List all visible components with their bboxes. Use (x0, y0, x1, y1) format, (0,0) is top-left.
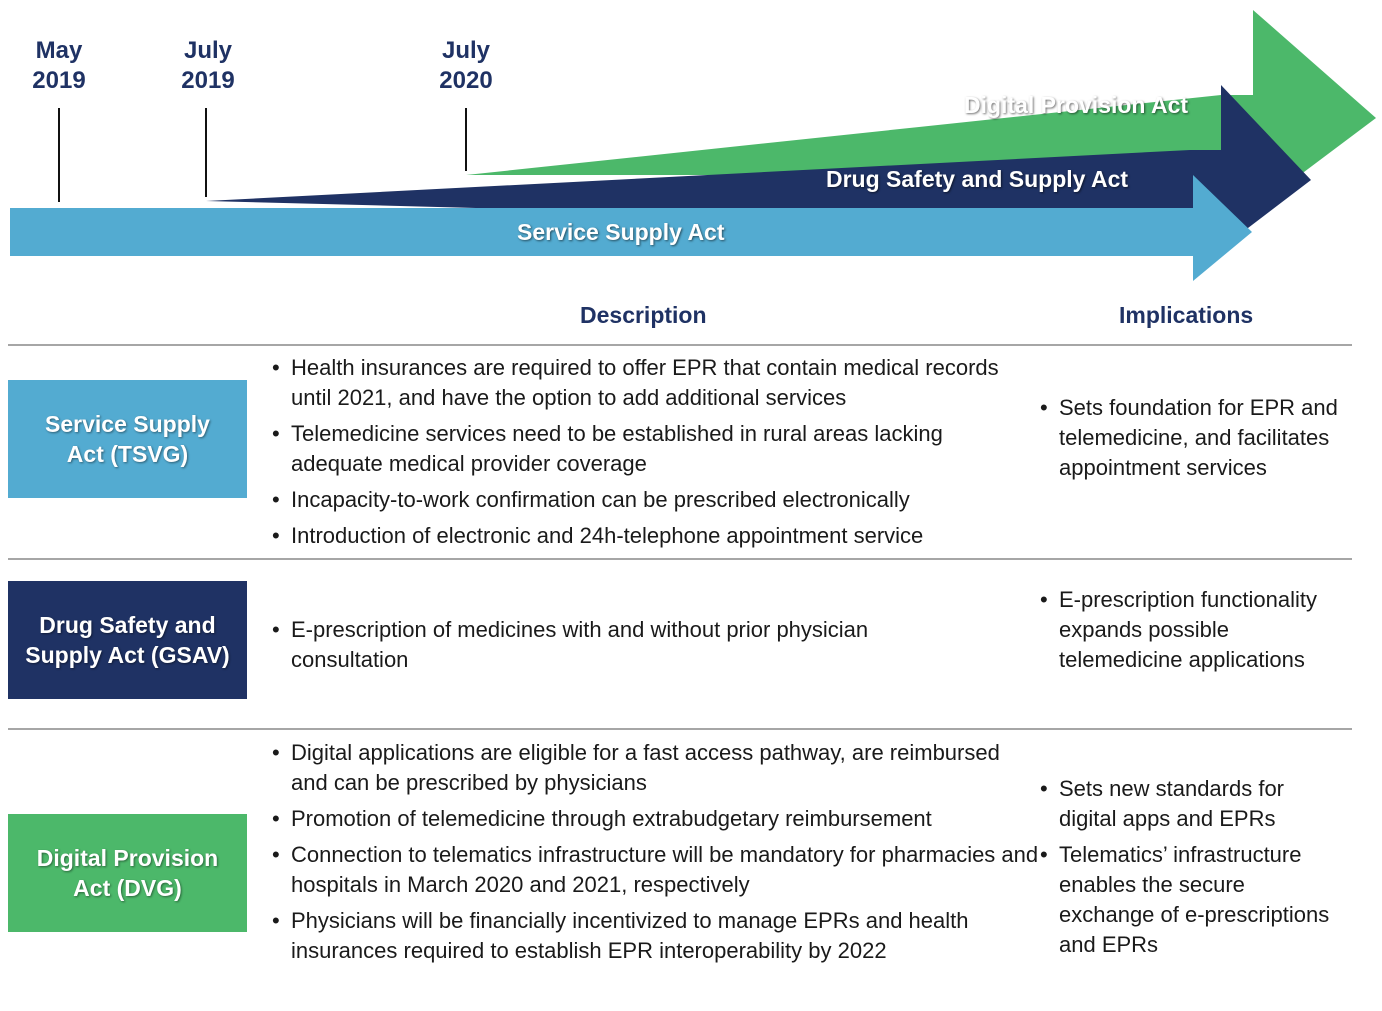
date-tick-july-2019 (205, 108, 207, 197)
list-item: Physicians will be financially incentivi… (270, 906, 1040, 966)
list-item: Sets foundation for EPR and telemedicine… (1038, 393, 1348, 483)
dvg-description-list: Digital applications are eligible for a … (270, 738, 1040, 972)
gsav-description-list: E-prescription of medicines with and wit… (270, 615, 970, 681)
act-label-gsav: Drug Safety and Supply Act (GSAV) (8, 581, 247, 699)
date-july-2020: July 2020 (416, 36, 516, 96)
act-name-line: Act (TSVG) (66, 441, 189, 467)
drug-safety-arrow (206, 85, 1311, 228)
act-name-line: Digital Provision (36, 845, 219, 871)
description-header: Description (580, 302, 707, 328)
date-month: July (183, 37, 233, 64)
list-item: Introduction of electronic and 24h-telep… (270, 521, 1040, 551)
list-item: E-prescription of medicines with and wit… (270, 615, 970, 675)
act-name-line: Drug Safety and (39, 612, 216, 638)
date-year: 2019 (181, 67, 235, 94)
service-supply-arrow-label: Service Supply Act (517, 219, 725, 245)
tsvg-implications-list: Sets foundation for EPR and telemedicine… (1038, 393, 1348, 489)
drug-safety-arrow-label: Drug Safety and Supply Act (826, 166, 1129, 192)
list-item: Telemedicine services need to be establi… (270, 419, 1040, 479)
act-label-tsvg: Service Supply Act (TSVG) (8, 380, 247, 498)
list-item: Incapacity-to-work confirmation can be p… (270, 485, 1040, 515)
date-month: May (35, 37, 83, 64)
act-name-line: Supply Act (GSAV) (25, 642, 230, 668)
act-name-line: Act (DVG) (73, 875, 182, 901)
dvg-implications-list: Sets new standards for digital apps and … (1038, 774, 1343, 966)
timeline-arrows (10, 10, 1376, 281)
list-item: Digital applications are eligible for a … (270, 738, 1040, 798)
table-divider (8, 558, 1352, 560)
table-divider (8, 728, 1352, 730)
act-label-dvg: Digital Provision Act (DVG) (8, 814, 247, 932)
list-item: E-prescription functionality expands pos… (1038, 585, 1338, 675)
date-year: 2020 (439, 67, 493, 94)
date-tick-may-2019 (58, 108, 60, 202)
list-item: Promotion of telemedicine through extrab… (270, 804, 1040, 834)
table-divider (8, 344, 1352, 346)
act-name-line: Service Supply (45, 411, 210, 437)
date-may-2019: May 2019 (9, 36, 109, 96)
date-tick-july-2020 (465, 108, 467, 171)
digital-provision-arrow (466, 10, 1376, 175)
list-item: Telematics’ infrastructure enables the s… (1038, 840, 1343, 960)
date-year: 2019 (32, 67, 86, 94)
service-supply-arrow (10, 175, 1252, 281)
list-item: Health insurances are required to offer … (270, 353, 1040, 413)
tsvg-description-list: Health insurances are required to offer … (270, 353, 1040, 557)
gsav-implications-list: E-prescription functionality expands pos… (1038, 585, 1338, 681)
date-month: July (441, 37, 491, 64)
list-item: Connection to telematics infrastructure … (270, 840, 1040, 900)
list-item: Sets new standards for digital apps and … (1038, 774, 1343, 834)
date-july-2019: July 2019 (158, 36, 258, 96)
digital-provision-arrow-label: Digital Provision Act (964, 92, 1189, 118)
implications-header: Implications (1119, 302, 1254, 328)
